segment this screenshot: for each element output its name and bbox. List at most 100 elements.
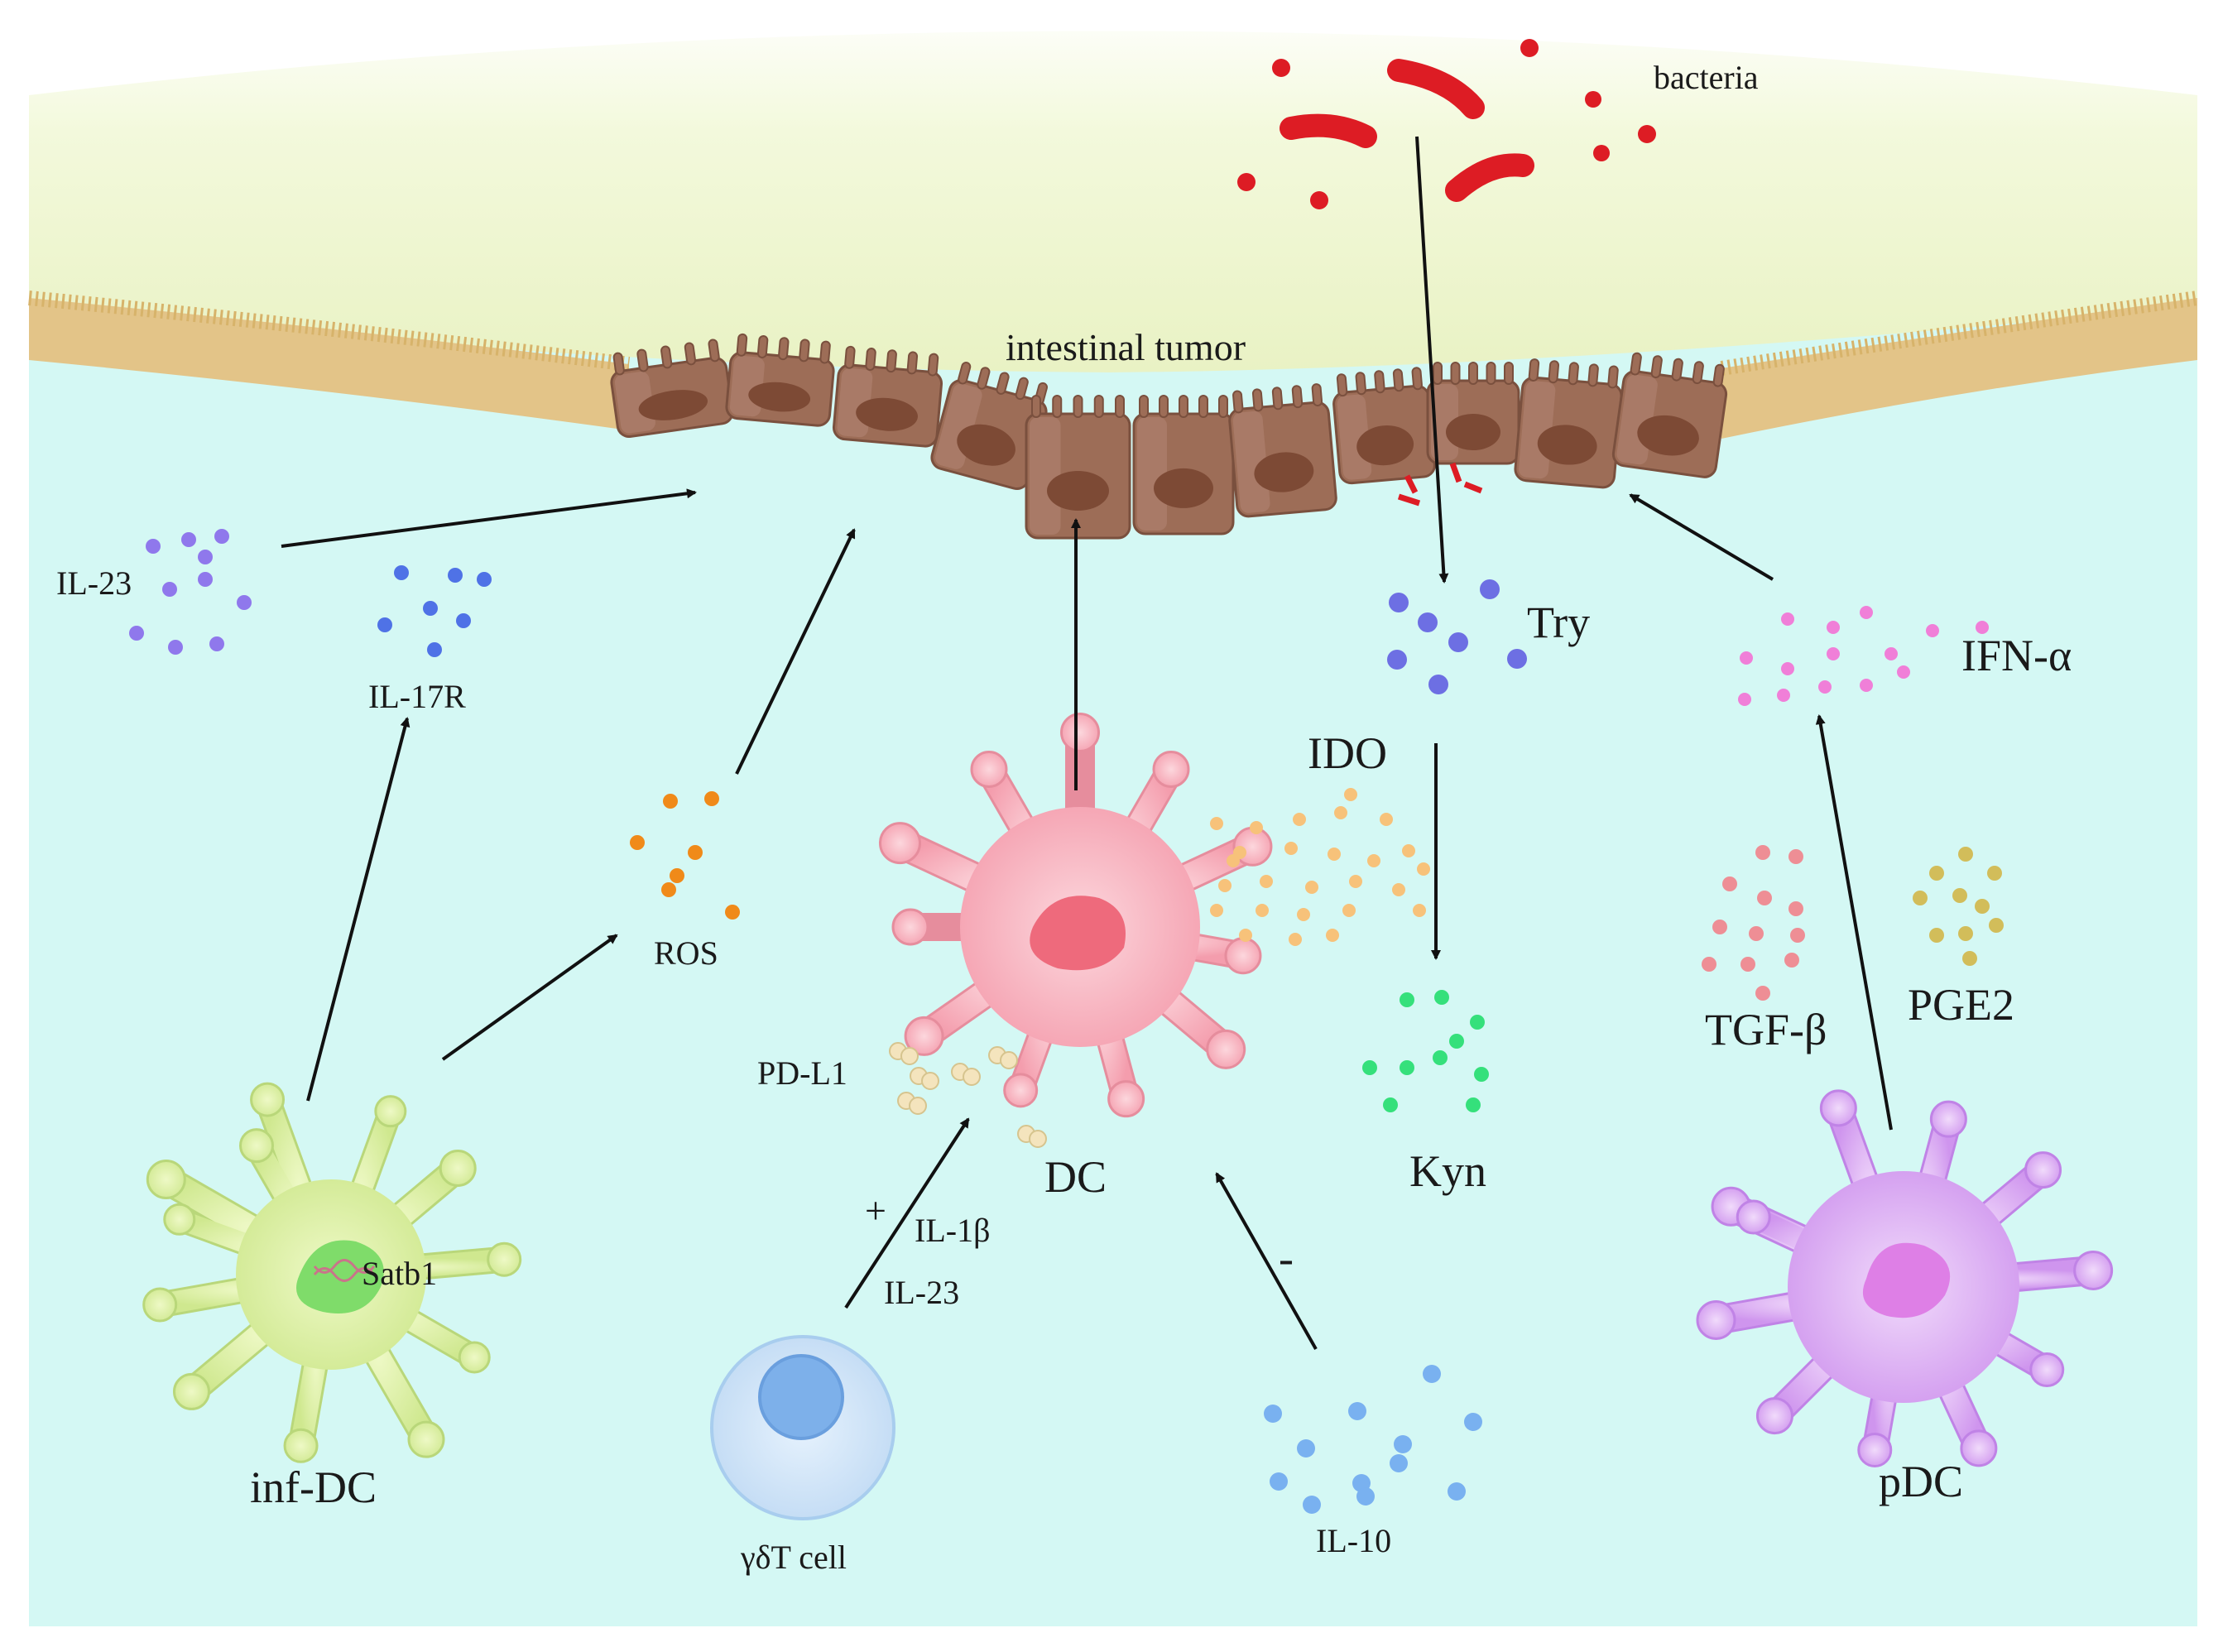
tumor-cell (725, 333, 835, 427)
cytokine-dot (1289, 933, 1302, 946)
cytokine-dot (1362, 1060, 1377, 1075)
cytokine-dot (448, 568, 463, 583)
cytokine-dot (1976, 621, 1989, 634)
label-kyn: Kyn (1409, 1146, 1486, 1196)
label-try: Try (1527, 598, 1590, 647)
cytokine-dot (1402, 844, 1415, 857)
cytokine-dot (1400, 1060, 1414, 1075)
cytokine-dot (1958, 926, 1973, 941)
cytokine-dot (1784, 953, 1799, 968)
label-satb1: Satb1 (362, 1255, 437, 1292)
bacteria-icon (1237, 39, 1656, 507)
pd-l1-molecule (988, 1046, 1018, 1069)
cytokine-dot (1449, 1034, 1464, 1049)
cytokine-dot (1344, 788, 1357, 801)
cytokine-dot (198, 550, 213, 564)
cytokine-dot (1389, 593, 1409, 612)
inf-dc-cell-icon (142, 1082, 522, 1463)
cytokine-dot (1297, 1439, 1315, 1458)
cytokine-dot (1210, 817, 1223, 830)
cytokine-dot (1227, 854, 1240, 867)
cytokine-dot (1926, 624, 1939, 637)
cytokine-dot (1342, 904, 1356, 917)
label-bacteria: bacteria (1654, 59, 1759, 96)
cytokine-dot (198, 572, 213, 587)
cytokine-dot (1702, 957, 1716, 972)
cytokine-dot (1260, 875, 1273, 888)
cytokine-dot (1757, 891, 1772, 905)
cytokine-dot (129, 626, 144, 641)
pd-l1-molecule (897, 1092, 927, 1115)
cytokine-dot (477, 572, 492, 587)
label-tgf-beta: TGF-β (1705, 1005, 1827, 1054)
cytokine-dot (1418, 612, 1438, 632)
cytokine-dot (1790, 928, 1805, 943)
cytokine-dot (1433, 1050, 1448, 1065)
cytokine-dot (725, 905, 740, 920)
cytokine-dot (1975, 899, 1990, 914)
tumor-cell (1611, 352, 1728, 478)
tumor-cell (1426, 362, 1520, 465)
cytokine-dot (237, 595, 252, 610)
cytokine-dot (1740, 957, 1755, 972)
cytokine-dot (1738, 693, 1751, 706)
cytokine-dot (1929, 928, 1944, 943)
pdc-cell-icon (1696, 1089, 2114, 1467)
pd-l1-molecule (889, 1042, 919, 1065)
cytokine-dot (1413, 904, 1426, 917)
cytokine-dot (1326, 929, 1339, 942)
cytokine-dot (1788, 849, 1803, 864)
cytokine-dot (1448, 632, 1468, 652)
label-gamma-delta-t-cell: γδT cell (740, 1539, 847, 1576)
cytokine-dot (1256, 904, 1269, 917)
cytokine-dot (1380, 813, 1393, 826)
label-il10: IL-10 (1316, 1522, 1391, 1559)
cytokine-dot (663, 794, 678, 809)
cytokine-dot (1239, 929, 1252, 942)
tumor-cell (832, 345, 943, 448)
cytokine-dot (1860, 606, 1873, 619)
lumen-highlight (29, 0, 2197, 95)
label-ros: ROS (654, 934, 718, 972)
cytokine-dot (1434, 990, 1449, 1005)
label-minus: - (1279, 1233, 1294, 1283)
cytokine-dot (1827, 621, 1840, 634)
label-dc: DC (1044, 1152, 1107, 1202)
cytokine-dot (377, 617, 392, 632)
cytokine-dot (168, 640, 183, 655)
cytokine-dot (1428, 675, 1448, 694)
cytokine-dot (1781, 612, 1794, 626)
cytokine-dot (1827, 647, 1840, 660)
cytokine-dot (1897, 665, 1910, 679)
cytokine-dot (1367, 854, 1380, 867)
label-plus: + (865, 1189, 886, 1232)
cytokine-dot (214, 529, 229, 544)
cytokine-dot (1788, 901, 1803, 916)
label-il23-top: IL-23 (56, 564, 132, 602)
arrow-infdc-to-ros (441, 934, 618, 1061)
tumor-cell (1228, 383, 1337, 518)
cytokine-dot (630, 835, 645, 850)
cytokine-dot (181, 532, 196, 547)
cytokine-dot (661, 882, 676, 897)
cytokine-dot (704, 791, 719, 806)
normal-epithelium-right (1720, 291, 2199, 439)
cytokine-dot (1210, 904, 1223, 917)
cytokine-dot (1507, 649, 1527, 669)
cytokine-dot (1305, 881, 1318, 894)
cytokine-dot (1394, 1435, 1412, 1453)
cytokine-dot (1349, 875, 1362, 888)
cytokine-dot (1383, 1097, 1398, 1112)
pd-l1-molecule (1017, 1125, 1047, 1148)
tumor-cell (1025, 395, 1131, 540)
cytokine-dot (1464, 1413, 1482, 1431)
cytokine-dot (1958, 847, 1973, 862)
cytokine-dot (1334, 806, 1347, 819)
cytokine-dot (162, 582, 177, 597)
arrow-ros-to-tumor (735, 528, 856, 775)
normal-epithelium-left (28, 291, 631, 430)
cytokine-dot (1781, 662, 1794, 675)
cytokine-dot (456, 613, 471, 628)
label-ido: IDO (1308, 728, 1387, 778)
